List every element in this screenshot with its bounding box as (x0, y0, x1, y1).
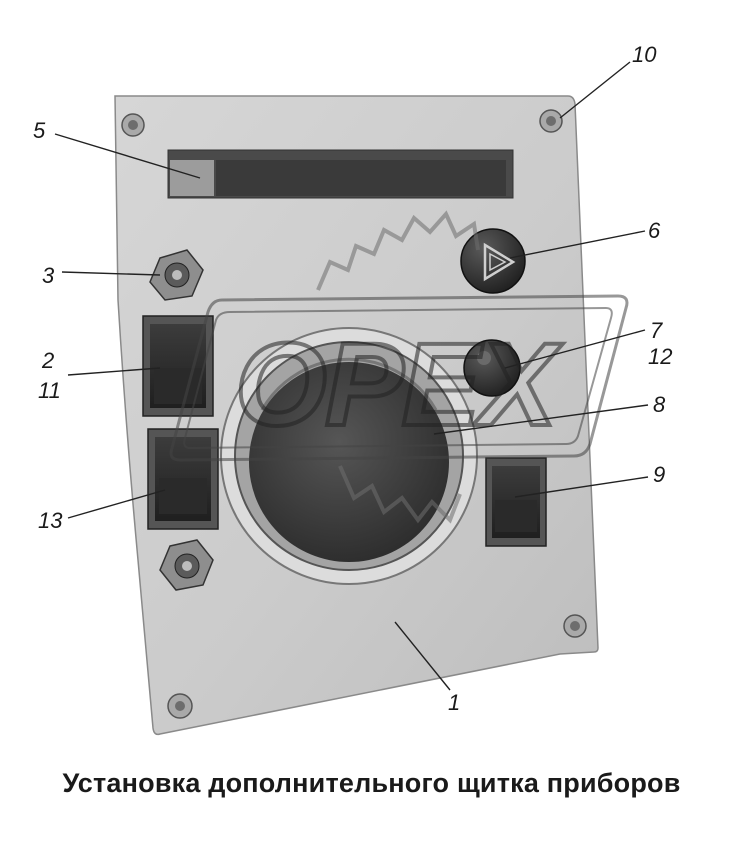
callout-12: 12 (648, 344, 672, 369)
callout-6: 6 (648, 218, 661, 243)
leader-line-2 (67, 367, 161, 376)
screw-top-left (121, 113, 145, 137)
callout-3: 3 (42, 263, 55, 288)
leader-line-5 (54, 133, 201, 179)
toggle-switch-top (149, 249, 204, 301)
rocker-switch-right (485, 457, 547, 547)
svg-text:OPEX: OPEX (235, 319, 563, 451)
callout-8: 8 (653, 392, 666, 417)
leader-line-7 (504, 329, 646, 369)
callout-5: 5 (33, 118, 46, 143)
screw-bottom-right (563, 614, 587, 638)
leader-line-10 (559, 61, 631, 119)
leader-line-13 (67, 489, 166, 519)
leader-line-6 (509, 230, 646, 259)
warning-triangle-icon (483, 242, 516, 282)
figure-caption: Установка дополнительного щитка приборов (62, 768, 681, 798)
hazard-button (460, 228, 526, 294)
screw-top-right (539, 109, 563, 133)
leader-line-8 (433, 404, 649, 435)
toggle-switch-bottom (159, 539, 214, 591)
gauge (220, 327, 478, 585)
callout-1: 1 (448, 690, 460, 715)
leader-line-9 (514, 476, 649, 498)
indicator-lamp (463, 339, 521, 397)
opex-watermark-logo: OPEX (169, 210, 629, 524)
screw-bottom-left (167, 693, 193, 719)
leader-line-3 (61, 271, 161, 276)
rocker-switch-lower (147, 428, 219, 530)
indicator-strip (167, 149, 514, 199)
callout-7: 7 (650, 318, 663, 343)
callout-2: 2 (41, 348, 54, 373)
callout-13: 13 (38, 508, 63, 533)
callout-11: 11 (38, 378, 61, 403)
callout-10: 10 (632, 42, 657, 67)
leader-line-1 (394, 621, 451, 691)
callout-9: 9 (653, 462, 665, 487)
